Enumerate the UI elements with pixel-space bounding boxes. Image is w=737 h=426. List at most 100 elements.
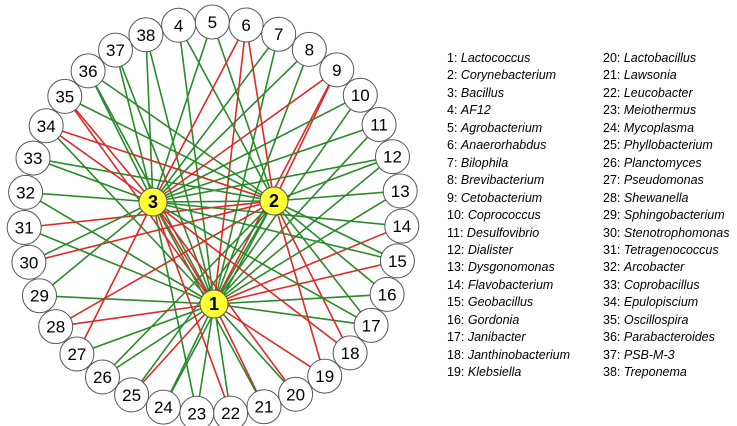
node-14: 14	[384, 208, 420, 244]
legend-taxon-name: Arcobacter	[623, 260, 685, 275]
edge-3-37	[114, 49, 154, 203]
legend-taxon-name: Corynebacterium	[460, 68, 557, 83]
edge-2-15	[273, 200, 398, 262]
edge-1-34	[45, 125, 215, 305]
node-circle	[259, 186, 289, 216]
node-label: 1	[209, 294, 219, 314]
legend-entry: 8: Brevibacterium	[447, 172, 570, 189]
legend-taxon-name: Shewanella	[623, 190, 689, 205]
node-8: 8	[291, 31, 327, 67]
legend-number: 1:	[447, 51, 461, 65]
legend-number: 12:	[447, 242, 468, 257]
edge-2-4	[177, 24, 275, 202]
legend-taxon-name: Janthinobacterium	[467, 347, 571, 362]
legend-entry: 7: Bilophila	[447, 155, 570, 172]
node-circle	[38, 309, 74, 345]
node-37: 37	[98, 32, 133, 68]
edge-2-9	[273, 69, 338, 202]
node-circle	[246, 389, 282, 425]
node-label: 33	[24, 149, 43, 168]
edge-2-36	[87, 70, 275, 202]
node-19: 19	[307, 358, 343, 394]
edge-3-7	[152, 33, 280, 203]
legend-taxon-name: Mycoplasma	[623, 120, 695, 135]
legend-entry: 34: Epulopiscium	[603, 294, 730, 311]
edge-1-31	[23, 226, 215, 305]
edge-1-36	[87, 70, 215, 305]
node-circle	[307, 358, 343, 394]
node-circle	[353, 307, 389, 343]
edge-3-17	[152, 201, 372, 327]
legend-entry: 14: Flavobacterium	[447, 277, 570, 294]
legend-entry: 28: Shewanella	[603, 190, 730, 207]
node-label: 4	[174, 16, 183, 35]
legend-entry: 15: Geobacillus	[447, 294, 570, 311]
node-circle	[199, 289, 229, 319]
node-circle	[369, 276, 405, 312]
legend-taxon-name: Meiothermus	[623, 103, 697, 118]
node-label: 32	[16, 183, 35, 202]
hub-node-2: 2	[259, 186, 289, 216]
legend-taxon-name: Stenotrophomonas	[623, 225, 730, 240]
edge-1-16	[213, 293, 388, 305]
node-label: 11	[370, 116, 388, 135]
edge-1-4	[177, 25, 215, 305]
legend-entry: 13: Dysgonomonas	[447, 259, 570, 276]
edge-2-3	[152, 200, 275, 203]
edge-1-15	[213, 260, 398, 305]
node-circle	[85, 359, 120, 395]
legend-number: 9:	[447, 190, 461, 205]
node-4: 4	[161, 7, 197, 43]
node-34: 34	[28, 108, 64, 144]
legend-number: 25:	[603, 138, 624, 153]
legend-entry: 1: Lactococcus	[447, 50, 570, 67]
edge-3-34	[45, 125, 154, 203]
legend-number: 20:	[603, 51, 624, 65]
node-label: 20	[286, 385, 305, 404]
node-label: 19	[315, 367, 334, 386]
legend-entry: 17: Janibacter	[447, 329, 570, 346]
edge-1-29	[39, 294, 215, 305]
node-16: 16	[369, 276, 405, 312]
legend-entry: 21: Lawsonia	[603, 67, 730, 84]
node-label: 30	[19, 253, 38, 272]
node-label: 10	[351, 86, 370, 105]
legend-entry: 22: Leucobacter	[603, 85, 730, 102]
legend-number: 8:	[447, 173, 461, 188]
edge-3-33	[32, 157, 154, 203]
node-23: 23	[179, 395, 215, 426]
node-label: 13	[391, 182, 410, 201]
legend-taxon-name: Leucobacter	[623, 85, 693, 100]
legend-entry: 32: Arcobacter	[603, 259, 730, 276]
legend-taxon-name: Parabacteroides	[623, 330, 715, 345]
legend-number: 2:	[447, 68, 461, 83]
edge-3-6	[152, 24, 247, 203]
node-7: 7	[261, 16, 297, 52]
legend-number: 34:	[603, 295, 624, 310]
node-circle	[22, 278, 57, 314]
edge-2-13	[273, 190, 401, 202]
legend-entry: 19: Klebsiella	[447, 364, 570, 381]
node-32: 32	[8, 174, 44, 210]
edge-1-22	[213, 303, 232, 414]
node-circle	[379, 243, 415, 279]
node-circle	[382, 173, 418, 209]
legend-number: 24:	[603, 120, 624, 135]
node-27: 27	[59, 336, 95, 372]
node-circle	[145, 389, 181, 425]
legend-entry: 31: Tetragenococcus	[603, 242, 730, 259]
node-label: 17	[362, 316, 381, 335]
legend-entry: 20: Lactobacillus	[603, 50, 730, 67]
legend-number: 38:	[603, 365, 624, 380]
node-circle	[361, 107, 397, 142]
node-5: 5	[194, 4, 230, 40]
node-label: 6	[241, 16, 250, 35]
legend-number: 6:	[447, 138, 461, 153]
edge-2-6	[245, 24, 275, 202]
edge-3-32	[25, 191, 154, 203]
node-circle	[375, 139, 410, 175]
legend-number: 22:	[603, 85, 624, 100]
legend-taxon-name: Agrobacterium	[460, 120, 543, 135]
